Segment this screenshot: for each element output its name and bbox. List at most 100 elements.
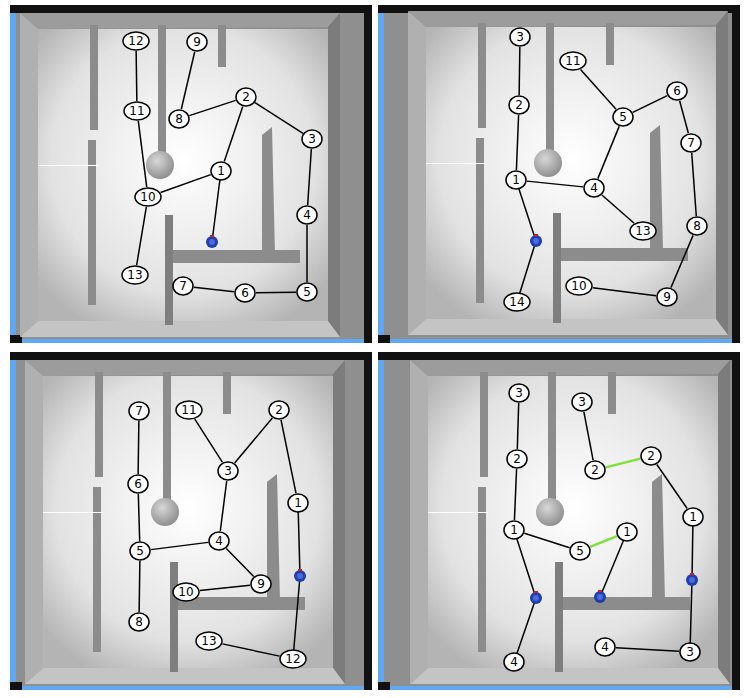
graph-node: 1 [682, 507, 704, 527]
graph-node: 2 [506, 449, 528, 469]
graph-edge [606, 459, 641, 468]
graph-edge [680, 101, 689, 134]
node-number: 4 [303, 208, 311, 222]
graph-edge [256, 291, 296, 293]
graph-node: 8 [686, 216, 708, 236]
graph-node: 3 [571, 392, 593, 412]
graph-edge [137, 421, 139, 474]
robot-links [212, 171, 693, 662]
graph-node: 9 [250, 574, 272, 594]
graph-node: 13 [121, 265, 149, 285]
graph-edge [657, 464, 687, 508]
node-number: 4 [510, 655, 518, 669]
graph-node: 12 [279, 649, 307, 669]
node-number: 1 [689, 510, 697, 524]
graph-node: 5 [129, 541, 151, 561]
node-number: 2 [513, 452, 521, 466]
graph-node: 10 [172, 582, 200, 602]
node-number: 2 [647, 449, 655, 463]
graph-edge [527, 181, 583, 187]
graph-edge [517, 403, 518, 449]
graph-node: 10 [565, 276, 593, 296]
node-number: 5 [619, 110, 627, 124]
node-number: 2 [515, 98, 523, 112]
node-number: 7 [179, 279, 187, 293]
graph-node: 10 [134, 187, 162, 207]
node-number: 7 [687, 136, 695, 150]
graph-edge [514, 469, 516, 520]
graph-node: 2 [268, 400, 290, 420]
node-number: 3 [308, 132, 316, 146]
node-number: 7 [135, 404, 143, 418]
graph-edge [593, 288, 656, 296]
graph-node: 4 [583, 178, 605, 198]
panel-frame [378, 5, 740, 343]
node-number: 1 [294, 496, 302, 510]
node-number: 2 [591, 463, 599, 477]
maze-floor [408, 11, 728, 335]
node-number: 9 [193, 35, 201, 49]
graph-edge [235, 418, 273, 463]
node-number: 10 [178, 585, 193, 599]
maze-floor [25, 360, 345, 684]
panel-frame [378, 352, 740, 690]
node-number: 4 [601, 640, 609, 654]
node-number: 6 [673, 84, 681, 98]
graph-edge [138, 121, 146, 187]
graph-node: 4 [208, 531, 230, 551]
graph-node: 2 [235, 87, 257, 107]
node-number: 8 [175, 112, 183, 126]
node-number: 11 [565, 54, 580, 68]
graph-node: 1 [503, 520, 525, 540]
graph-edge [692, 153, 697, 216]
node-number: 9 [663, 290, 671, 304]
graph-node: 4 [594, 637, 616, 657]
graph-node: 4 [296, 205, 318, 225]
robot [594, 590, 606, 603]
node-number: 4 [590, 181, 598, 195]
graph-node: 11 [123, 101, 151, 121]
node-number: 1 [623, 525, 631, 539]
node-number: 13 [201, 634, 216, 648]
graph-edge [524, 533, 569, 547]
node-number: 11 [129, 104, 144, 118]
graph-node: 6 [666, 81, 688, 101]
node-number: 12 [128, 34, 143, 48]
node-number: 8 [693, 219, 701, 233]
graph-edge [135, 51, 137, 101]
graph-node: 5 [612, 107, 634, 127]
node-number: 14 [509, 295, 524, 309]
graph-node: 5 [296, 282, 318, 302]
graph-node: 3 [217, 461, 239, 481]
node-number: 11 [181, 403, 196, 417]
node-number: 1 [512, 173, 520, 187]
node-number: 5 [136, 544, 144, 558]
graph-node: 1 [210, 161, 232, 181]
graph-node: 11 [175, 400, 203, 420]
graph-node: 11 [559, 51, 587, 71]
graph-node: 13 [629, 221, 657, 241]
graph-edge [602, 195, 634, 223]
graph-edge [181, 52, 194, 109]
graph-edge [194, 287, 234, 292]
graph-edge [598, 126, 619, 178]
graph-node: 2 [640, 446, 662, 466]
graph-node: 7 [128, 401, 150, 421]
panel-frame [10, 5, 372, 343]
node-number: 3 [578, 395, 586, 409]
graph-node: 1 [287, 493, 309, 513]
graph-node: 9 [656, 287, 678, 307]
robot [294, 569, 306, 582]
node-number: 1 [217, 164, 225, 178]
node-number: 6 [241, 286, 249, 300]
node-number: 5 [303, 285, 311, 299]
graph-node: 3 [679, 642, 701, 662]
graph-edge [220, 481, 226, 531]
node-number: 3 [516, 30, 524, 44]
node-number: 3 [686, 645, 694, 659]
robot [530, 591, 542, 604]
node-number: 5 [576, 544, 584, 558]
node-number: 2 [275, 403, 283, 417]
graph-node: 3 [509, 27, 531, 47]
